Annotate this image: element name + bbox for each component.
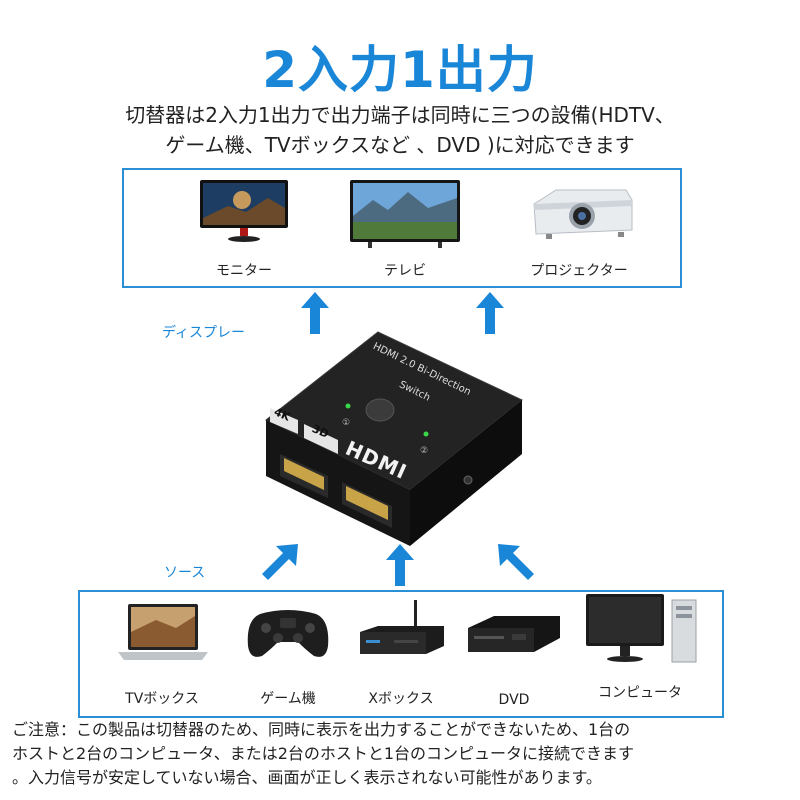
arrow-up-left-icon [494, 540, 540, 586]
output-device-label: テレビ [384, 263, 426, 279]
source-device-label: TVボックス [125, 691, 199, 707]
notice-line-1: ご注意：この製品は切替器のため、同時に表示を出力することができないため、1台の [12, 720, 631, 739]
description-line-2: ゲーム機、TVボックスなど 、DVD )に対応できます [165, 133, 635, 157]
notice-text: ご注意：この製品は切替器のため、同時に表示を出力することができないため、1台の … [12, 718, 792, 790]
settop-box-icon [354, 598, 448, 664]
laptop-icon [116, 602, 210, 664]
source-device-game-console: ゲーム機 [232, 598, 344, 708]
source-device-xbox: Xボックス [348, 598, 454, 708]
computer-icon [584, 592, 700, 666]
output-section-label: ディスプレー [162, 325, 246, 341]
output-device-label: モニター [216, 263, 272, 279]
projector-icon [526, 182, 636, 244]
tv-icon [348, 178, 462, 250]
source-device-computer: コンピュータ [574, 592, 706, 708]
source-device-tv-box: TVボックス [102, 598, 222, 708]
dvd-player-icon [464, 608, 564, 664]
port-1-label: ① [342, 418, 351, 428]
hdmi-switch-device: HDMI 2.0 Bi-Direction Switch ① ② 4K 3D H… [258, 330, 530, 552]
output-device-projector: プロジェクター [508, 178, 650, 280]
source-device-label: DVD [498, 692, 530, 708]
source-section-label: ソース [164, 565, 206, 581]
arrow-up-icon [473, 290, 507, 336]
description-line-1: 切替器は2入力1出力で出力端子は同時に三つの設備(HDTV、 [125, 103, 675, 127]
source-device-dvd: DVD [458, 598, 570, 708]
source-device-label: ゲーム機 [260, 691, 316, 707]
arrow-up-right-icon [256, 540, 302, 586]
description: 切替器は2入力1出力で出力端子は同時に三つの設備(HDTV、 ゲーム機、TVボッ… [40, 100, 760, 160]
monitor-icon [198, 178, 290, 244]
source-devices-panel: TVボックス ゲーム機 Xボックス [78, 590, 724, 718]
notice-line-2: ホストと2台のコンピュータ、または2台のホストと1台のコンピュータに接続できます [12, 744, 635, 763]
page-title: 2入力1出力 [262, 41, 538, 99]
arrow-up-icon [298, 290, 332, 336]
arrow-up-icon [383, 542, 417, 588]
output-device-monitor: モニター [184, 178, 304, 280]
notice-line-3: 。入力信号が安定していない場合、画面が正しく表示されない可能性があります。 [12, 768, 602, 787]
gamepad-icon [246, 606, 330, 662]
source-device-label: コンピュータ [598, 685, 682, 701]
output-device-label: プロジェクター [530, 263, 628, 279]
output-devices-panel: モニター テレビ プロジェクタ [122, 168, 682, 288]
output-device-tv: テレビ [340, 178, 470, 280]
port-2-label: ② [420, 446, 429, 456]
source-device-label: Xボックス [368, 691, 434, 707]
